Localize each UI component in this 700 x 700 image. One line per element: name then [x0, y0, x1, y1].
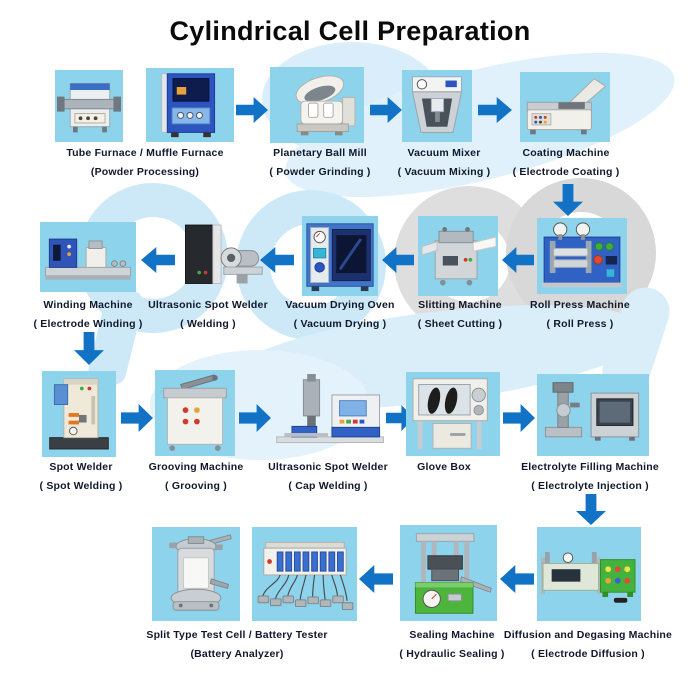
- slitting-machine-illustration: [421, 227, 496, 286]
- spot-welder-illustration: [49, 378, 109, 450]
- label-vacuum-mixer: Vacuum Mixer ( Vacuum Mixing ): [344, 144, 544, 182]
- label-electrolyte-filling-machine: Electrolyte Filling Machine ( Electrolyt…: [490, 458, 690, 496]
- vacuum-drying-oven-illustration: [306, 223, 374, 292]
- label-planetary-ball-mill: Planetary Ball Mill ( Powder Grinding ): [220, 144, 420, 182]
- diffusion-degasing-machine-illustration: [541, 551, 636, 603]
- page-title: Cylindrical Cell Preparation: [169, 16, 531, 46]
- electrolyte-filling-machine-illustration: [544, 382, 640, 441]
- tile-roll-press-machine: [537, 218, 627, 294]
- label-roll-press-machine: Roll Press Machine ( Roll Press ): [480, 296, 680, 334]
- winding-machine-illustration: [45, 238, 131, 280]
- equipment-name: Grooving Machine: [148, 461, 244, 473]
- label-tube-muffle-furnace: Tube Furnace / Muffle Furnace (Powder Pr…: [45, 144, 245, 182]
- ultrasonic-cap-welder-illustration: [276, 374, 384, 444]
- muffle-furnace-illustration: [161, 73, 216, 138]
- equipment-caption: ( Electrode Winding ): [33, 318, 143, 330]
- label-vacuum-drying-oven: Vacuum Drying Oven ( Vacuum Drying ): [240, 296, 440, 334]
- equipment-name: Electrolyte Filling Machine: [521, 461, 659, 473]
- equipment-caption: ( Grooving ): [165, 480, 227, 492]
- equipment-caption: ( Cap Welding ): [288, 480, 368, 492]
- label-winding-machine: Winding Machine ( Electrode Winding ): [0, 296, 188, 334]
- equipment-name: Planetary Ball Mill: [273, 147, 367, 159]
- roll-press-machine-illustration: [542, 222, 622, 288]
- equipment-caption: ( Welding ): [180, 318, 236, 330]
- equipment-caption: ( Electrode Diffusion ): [531, 648, 645, 660]
- equipment-caption: ( Roll Press ): [546, 318, 614, 330]
- label-glove-box: Glove Box: [344, 458, 544, 477]
- equipment-caption: ( Vacuum Mixing ): [397, 166, 491, 178]
- equipment-caption: ( Vacuum Drying ): [293, 318, 387, 330]
- flow-arrow-left: [359, 565, 393, 593]
- equipment-name: Winding Machine: [43, 299, 133, 311]
- equipment-name: Glove Box: [417, 461, 471, 473]
- label-sealing-machine: Sealing Machine ( Hydraulic Sealing ): [352, 626, 552, 664]
- tile-vacuum-mixer: [402, 70, 472, 142]
- tile-sealing-machine: [400, 525, 497, 621]
- battery-tester-illustration: [257, 541, 354, 610]
- tile-battery-tester: [252, 527, 357, 621]
- equipment-name: Vacuum Mixer: [407, 147, 481, 159]
- equipment-caption: ( Hydraulic Sealing ): [399, 648, 505, 660]
- equipment-name: Ultrasonic Spot Welder: [268, 461, 388, 473]
- equipment-name: Roll Press Machine: [530, 299, 630, 311]
- label-diffusion-degasing-machine: Diffusion and Degasing Machine ( Electro…: [478, 626, 698, 664]
- tile-planetary-ball-mill: [270, 67, 364, 143]
- tile-glove-box: [406, 372, 500, 456]
- equipment-name: Sealing Machine: [409, 629, 495, 641]
- equipment-caption: ( Spot Welding ): [39, 480, 123, 492]
- label-ultrasonic-spot-welder: Ultrasonic Spot Welder ( Welding ): [108, 296, 308, 334]
- flow-arrow-left: [500, 565, 534, 593]
- planetary-ball-mill-illustration: [295, 75, 356, 136]
- tile-coating-machine: [520, 72, 610, 142]
- equipment-name: Split Type Test Cell / Battery Tester: [146, 629, 328, 641]
- equipment-caption: ( Sheet Cutting ): [417, 318, 503, 330]
- sealing-machine-illustration: [414, 533, 492, 614]
- tile-ultrasonic-spot-welder: [180, 218, 264, 296]
- equipment-name: Diffusion and Degasing Machine: [503, 629, 673, 641]
- flow-arrow-down: [576, 494, 606, 525]
- label-grooving-machine: Grooving Machine ( Grooving ): [96, 458, 296, 496]
- tile-ultrasonic-cap-welder: [272, 372, 390, 456]
- vacuum-mixer-illustration: [411, 76, 463, 133]
- tile-vacuum-drying-oven: [302, 216, 378, 296]
- equipment-name: Slitting Machine: [418, 299, 502, 311]
- tile-slitting-machine: [418, 216, 498, 296]
- equipment-name: Ultrasonic Spot Welder: [148, 299, 268, 311]
- tile-tube-furnace: [55, 70, 123, 142]
- coating-machine-illustration: [526, 78, 607, 135]
- tile-muffle-furnace: [146, 68, 234, 142]
- equipment-caption: (Battery Analyzer): [190, 648, 284, 660]
- label-slitting-machine: Slitting Machine ( Sheet Cutting ): [360, 296, 560, 334]
- equipment-name: Coating Machine: [522, 147, 610, 159]
- glove-box-illustration: [412, 378, 488, 450]
- split-type-test-cell-illustration: [169, 534, 232, 611]
- equipment-name: Vacuum Drying Oven: [285, 299, 395, 311]
- equipment-name: Spot Welder: [49, 461, 113, 473]
- label-spot-welder: Spot Welder ( Spot Welding ): [0, 458, 181, 496]
- equipment-caption: ( Powder Grinding ): [269, 166, 371, 178]
- tile-electrolyte-filling-machine: [537, 374, 649, 456]
- tube-furnace-illustration: [57, 82, 121, 133]
- equipment-name: Tube Furnace / Muffle Furnace: [66, 147, 224, 159]
- tile-spot-welder: [42, 371, 116, 457]
- label-coating-machine: Coating Machine ( Electrode Coating ): [466, 144, 666, 182]
- label-ultrasonic-cap-welder: Ultrasonic Spot Welder ( Cap Welding ): [228, 458, 428, 496]
- flow-arrow-right: [121, 404, 153, 432]
- equipment-caption: (Powder Processing): [90, 166, 200, 178]
- label-split-test-cell-battery-tester: Split Type Test Cell / Battery Tester (B…: [97, 626, 377, 664]
- equipment-caption: ( Electrode Coating ): [512, 166, 620, 178]
- flow-arrow-right: [503, 404, 535, 432]
- tile-diffusion-degasing-machine: [537, 527, 641, 621]
- tile-grooving-machine: [155, 370, 235, 456]
- equipment-caption: ( Electrolyte Injection ): [531, 480, 649, 492]
- ultrasonic-spot-welder-illustration: [185, 224, 263, 284]
- tile-winding-machine: [40, 222, 136, 292]
- grooving-machine-illustration: [163, 374, 227, 451]
- tile-split-type-test-cell: [152, 527, 240, 621]
